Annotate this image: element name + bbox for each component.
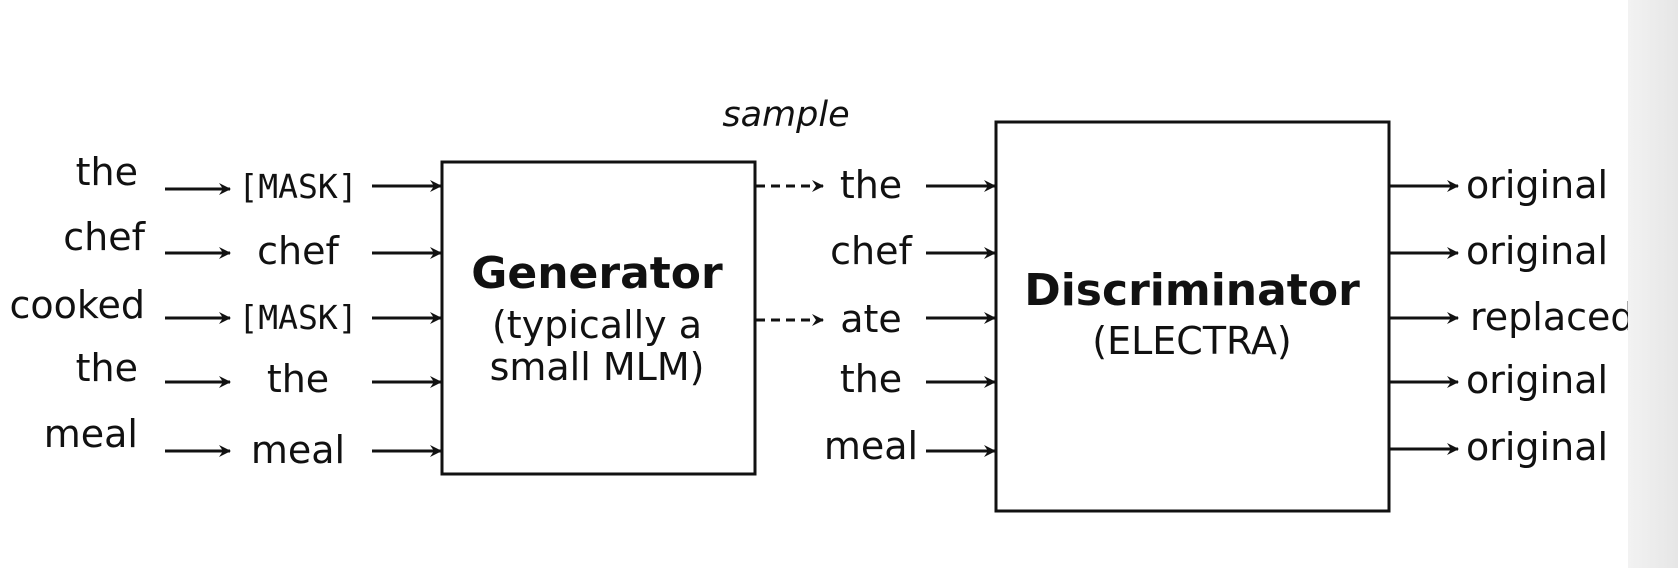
sampled-token: chef xyxy=(830,229,913,273)
masked-token: chef xyxy=(257,229,340,273)
output-label: original xyxy=(1466,163,1608,207)
generator-box xyxy=(440,160,757,476)
masked-token: [MASK] xyxy=(238,298,357,337)
discriminator-box xyxy=(994,120,1391,513)
generator-title: Generator xyxy=(471,248,723,299)
generator-subtitle-line2: small MLM) xyxy=(490,345,705,389)
discriminator-title: Discriminator xyxy=(1024,265,1360,316)
discriminator-subtitle: (ELECTRA) xyxy=(1092,319,1291,363)
output-label: original xyxy=(1466,229,1608,273)
sampled-token: the xyxy=(840,163,902,207)
sampled-token: the xyxy=(840,357,902,401)
input-token: meal xyxy=(44,412,138,456)
sampled-token: meal xyxy=(824,424,918,468)
input-token: chef xyxy=(63,215,146,259)
generator-subtitle-line1: (typically a xyxy=(492,303,702,347)
input-token: cooked xyxy=(9,283,145,327)
input-token: the xyxy=(76,150,138,194)
output-label: original xyxy=(1466,425,1608,469)
scrollbar[interactable] xyxy=(1628,0,1678,568)
masked-token: the xyxy=(267,357,329,401)
input-token: the xyxy=(76,346,138,390)
sample-label: sample xyxy=(722,95,849,135)
masked-token: meal xyxy=(251,428,345,472)
output-label: original xyxy=(1466,358,1608,402)
sampled-token: ate xyxy=(840,297,902,341)
masked-token: [MASK] xyxy=(238,167,357,206)
output-label: replaced xyxy=(1470,295,1635,339)
